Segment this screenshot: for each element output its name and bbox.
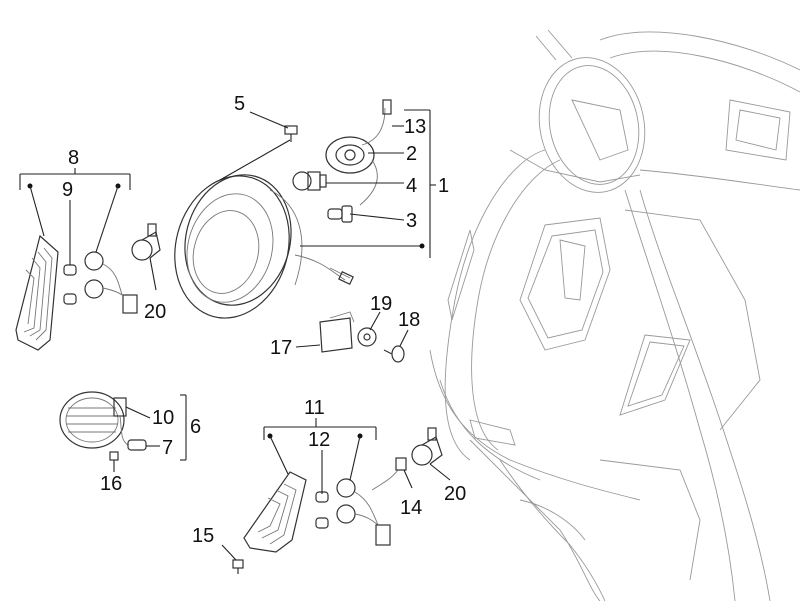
callout-2: 2 [406,143,417,165]
washer-19 [357,327,377,347]
callout-6: 6 [190,416,201,438]
headlight-bulb [292,171,327,191]
screw-5 [284,125,298,142]
callout-15: 15 [192,525,214,547]
leader-lines [19,109,451,561]
bracket-17 [319,311,355,353]
callout-13: 13 [404,116,426,138]
callout-12: 12 [308,429,330,451]
scooter-body-outline [429,29,800,601]
left-indicator-bulbs-wiring [63,251,138,314]
screw-18 [383,345,405,363]
callout-3: 3 [406,210,417,232]
parking-bulb [327,205,353,223]
callout-18: 18 [398,309,420,331]
callout-11: 11 [304,397,325,419]
callout-4: 4 [406,175,417,197]
left-rubber-cap-20 [131,223,161,261]
callout-19: 19 [370,293,392,315]
screw-15 [232,559,244,574]
right-turn-indicator-lens [243,471,307,553]
callout-labels: 1 2 3 4 5 6 7 8 9 10 11 12 13 14 15 16 1… [62,93,466,547]
callout-14: 14 [400,497,422,519]
right-rubber-cap-20 [411,427,443,466]
right-indicator-bulbs-wiring [315,469,399,546]
callout-17: 17 [270,337,292,359]
callout-1: 1 [438,175,449,197]
callout-5: 5 [234,93,245,115]
callout-8: 8 [68,147,79,169]
callout-16: 16 [100,473,122,495]
tail-light [59,391,147,466]
clip-14 [395,457,407,471]
callout-7: 7 [162,437,173,459]
headlight-housing [174,174,354,319]
callout-9: 9 [62,179,73,201]
callout-20-left: 20 [144,301,166,323]
left-turn-indicator-lens [15,234,59,351]
callout-20-right: 20 [444,483,466,505]
callout-10: 10 [152,407,174,429]
